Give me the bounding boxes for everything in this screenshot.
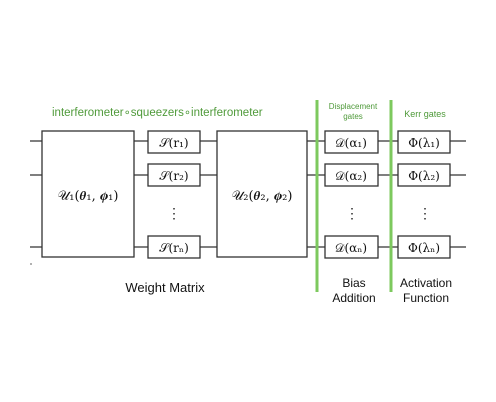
squeezer-gate-2-label: 𝒮(r₂) <box>159 169 188 183</box>
activation-function-label-line2: Function <box>403 291 449 305</box>
displacement-vdots: ⋮ <box>345 206 359 222</box>
activation-function-label-line1: Activation <box>400 276 452 290</box>
kerr-vdots: ⋮ <box>418 206 432 222</box>
displacement-gates-label: Displacement <box>329 102 378 111</box>
interferometer-squeezers-title: interferometer∘squeezers∘interferometer <box>52 107 263 119</box>
kerr-gate-2-label: Φ(λ₂) <box>408 169 440 183</box>
bias-addition-label-line2: Addition <box>332 291 375 305</box>
interferometer-u1-label: 𝒰₁(𝜽₁, 𝝓₁) <box>58 189 119 204</box>
squeezer-vdots: ⋮ <box>167 206 181 222</box>
displacement-gate-1-label: 𝒟(α₁) <box>335 136 367 150</box>
squeezer-gate-n-label: 𝒮(rₙ) <box>159 241 189 255</box>
squeezer-gate-n-box <box>147 235 201 259</box>
interferometer-u1: 𝒰₁(𝜽₁, 𝝓₁) <box>41 130 135 258</box>
interferometer-u2-label: 𝒰₂(𝜽₂, 𝝓₂) <box>232 189 293 204</box>
squeezer-gate-1-box <box>147 130 201 154</box>
displacement-gate-n-box <box>324 235 379 259</box>
kerr-gate-2-box <box>397 163 451 187</box>
kerr-gates: Φ(λ₁) Φ(λ₂) ⋮ Φ(λₙ) <box>397 130 451 259</box>
squeezer-gate-2-box <box>147 163 201 187</box>
squeezer-gate-1-label: 𝒮(r₁) <box>159 136 188 150</box>
kerr-gate-n-box <box>397 235 451 259</box>
interferometer-u1-box <box>41 130 135 258</box>
displacement-gate-1-box <box>324 130 379 154</box>
kerr-gates-label: Kerr gates <box>404 109 446 119</box>
squeezer-gates: 𝒮(r₁) 𝒮(r₂) ⋮ 𝒮(rₙ) <box>147 130 201 259</box>
interferometer-u2: 𝒰₂(𝜽₂, 𝝓₂) <box>216 130 308 258</box>
kerr-gate-n-label: Φ(λₙ) <box>408 241 440 255</box>
kerr-gate-1-box <box>397 130 451 154</box>
displacement-gates-sublabel: gates <box>343 112 363 121</box>
displacement-gate-2-label: 𝒟(α₂) <box>335 169 367 183</box>
interferometer-u2-box <box>216 130 308 258</box>
displacement-gates: 𝒟(α₁) 𝒟(α₂) ⋮ 𝒟(αₙ) <box>324 130 379 259</box>
displacement-gate-2-box <box>324 163 379 187</box>
kerr-gate-1-label: Φ(λ₁) <box>408 136 440 150</box>
displacement-gate-n-label: 𝒟(αₙ) <box>335 241 367 255</box>
bias-addition-label-line1: Bias <box>342 276 365 290</box>
weight-matrix-label: Weight Matrix <box>125 280 205 295</box>
